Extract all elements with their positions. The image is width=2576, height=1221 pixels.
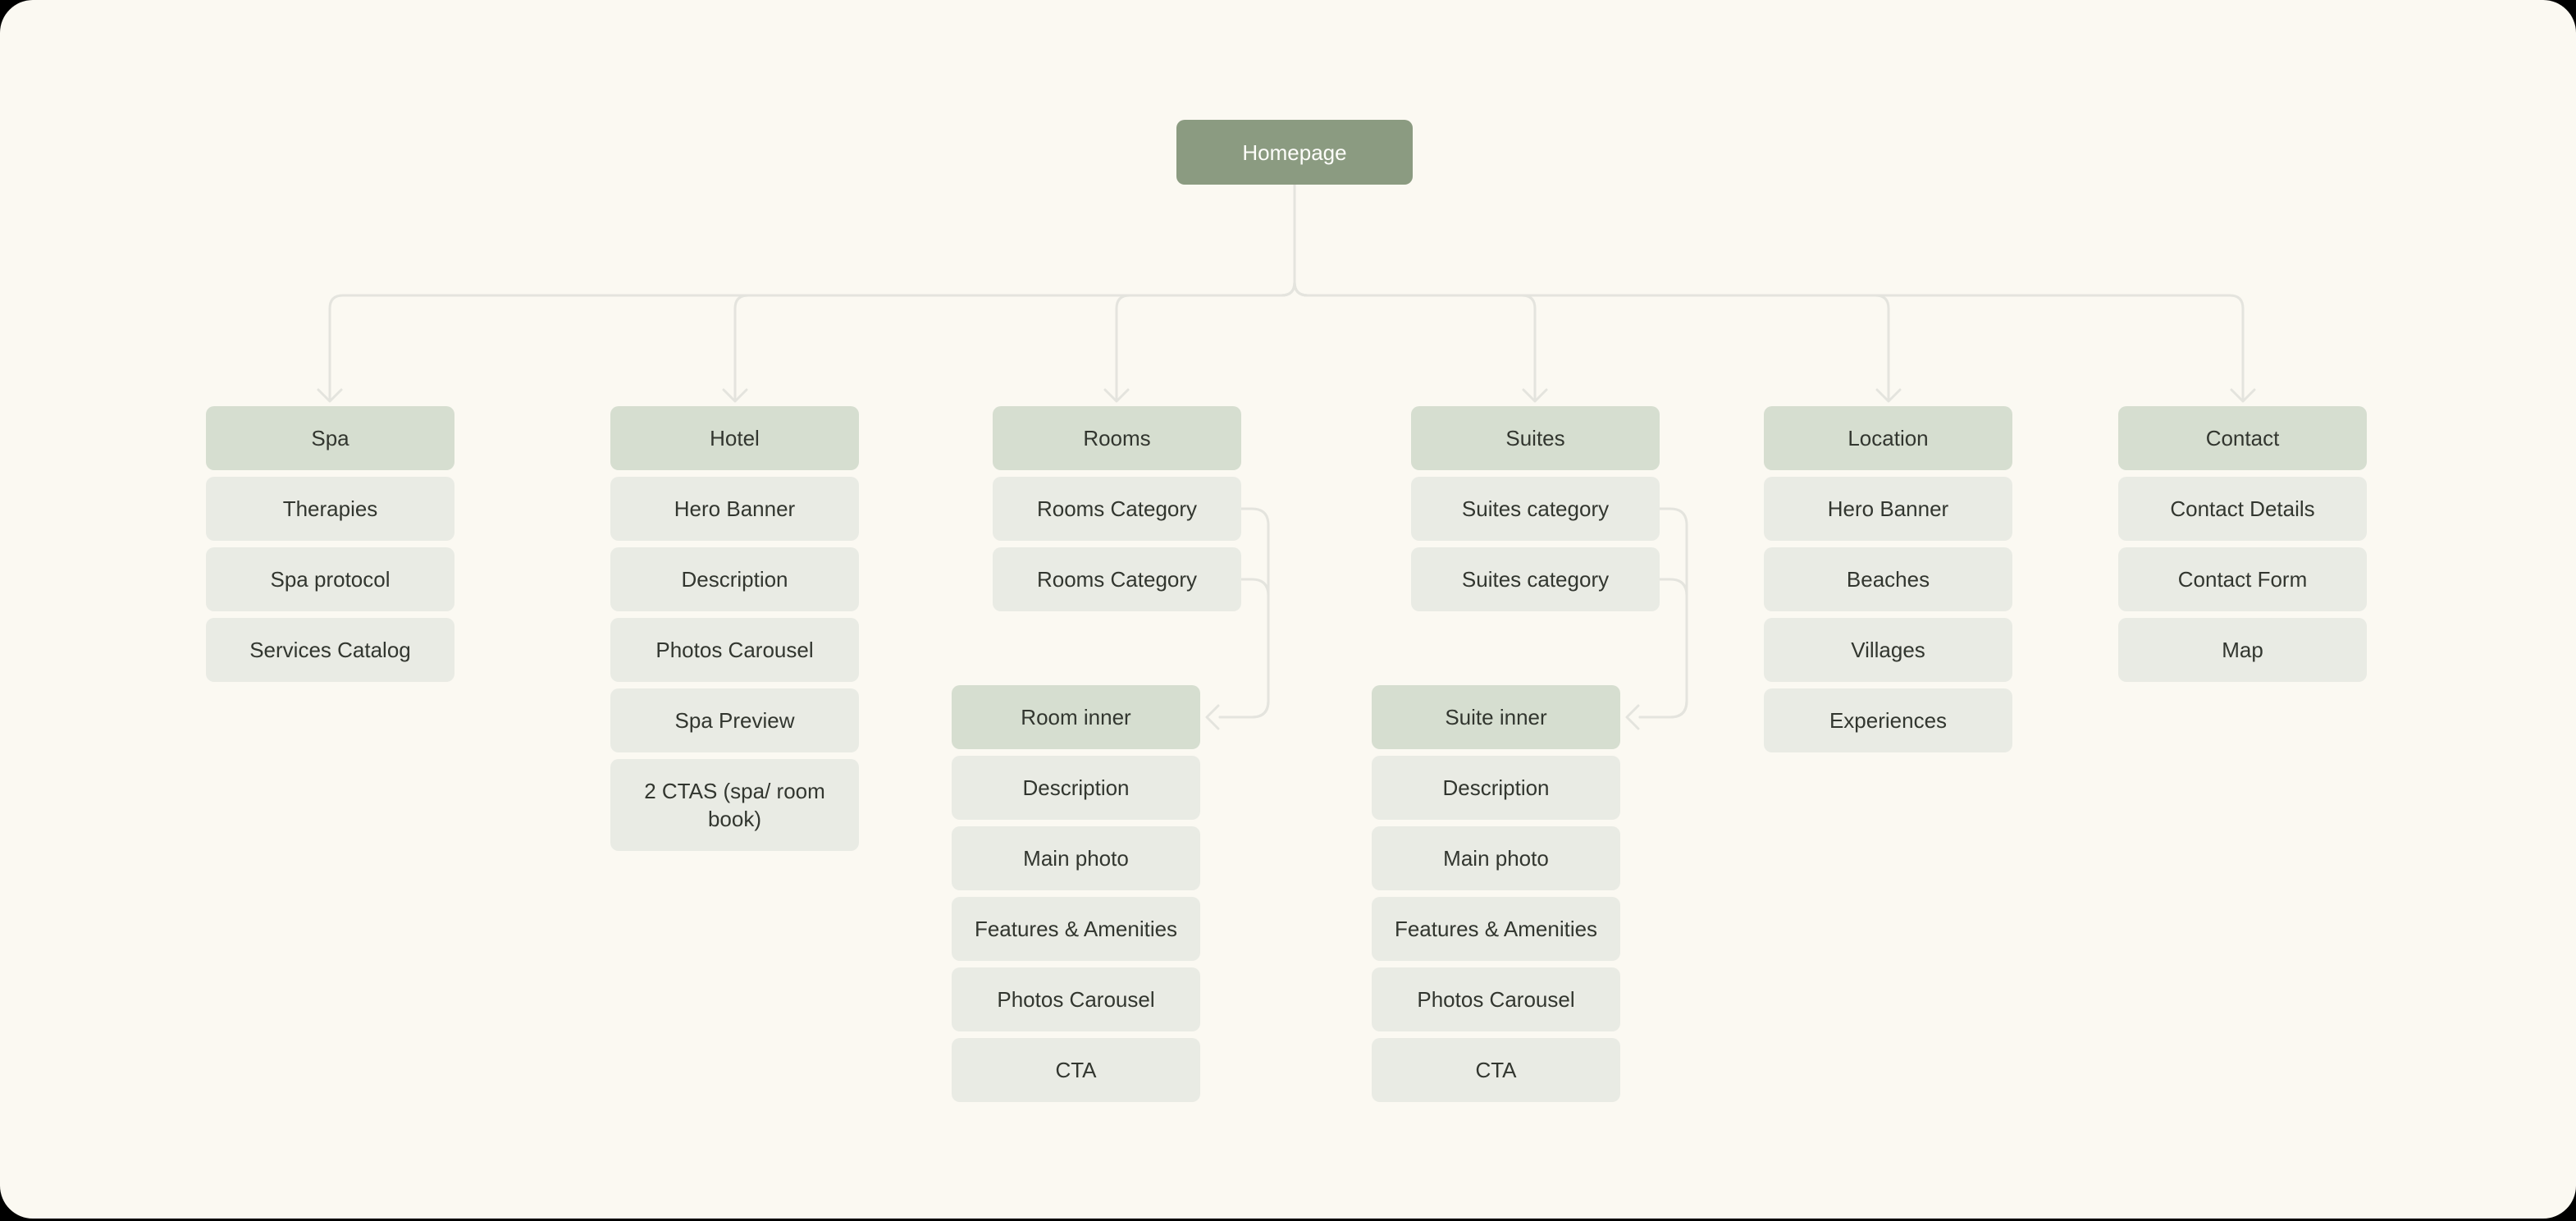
node-spa-preview[interactable]: Spa Preview [610, 688, 859, 752]
node-hotel[interactable]: Hotel [610, 406, 859, 470]
node-room-main-photo[interactable]: Main photo [952, 826, 1200, 890]
node-contact-form[interactable]: Contact Form [2118, 547, 2367, 611]
connector-suites-category2-inner [1638, 578, 1688, 719]
node-rooms-category-1[interactable]: Rooms Category [993, 477, 1241, 541]
connector-homepage-rooms [1115, 183, 1296, 401]
column-spa: Spa Therapies Spa protocol Services Cata… [206, 406, 454, 682]
node-room-description[interactable]: Description [952, 756, 1200, 820]
node-beaches[interactable]: Beaches [1764, 547, 2012, 611]
node-suite-description[interactable]: Description [1372, 756, 1620, 820]
node-suites[interactable]: Suites [1411, 406, 1660, 470]
node-hotel-ctas[interactable]: 2 CTAS (spa/ room book) [610, 759, 859, 851]
connector-homepage-contact [1293, 183, 2245, 401]
column-hotel: Hotel Hero Banner Description Photos Car… [610, 406, 859, 851]
arrow-down-icon [1875, 388, 1902, 403]
node-rooms[interactable]: Rooms [993, 406, 1241, 470]
connector-homepage-suites [1293, 183, 1537, 401]
connector-homepage-hotel [733, 183, 1296, 401]
column-suites: Suites Suites category Suites category [1411, 406, 1660, 611]
node-suite-inner[interactable]: Suite inner [1372, 685, 1620, 749]
column-room-inner: Room inner Description Main photo Featur… [952, 685, 1200, 1102]
node-homepage[interactable]: Homepage [1176, 120, 1413, 185]
column-suite-inner: Suite inner Description Main photo Featu… [1372, 685, 1620, 1102]
node-services-catalog[interactable]: Services Catalog [206, 618, 454, 682]
node-location-hero-banner[interactable]: Hero Banner [1764, 477, 2012, 541]
node-spa[interactable]: Spa [206, 406, 454, 470]
node-villages[interactable]: Villages [1764, 618, 2012, 682]
node-room-photos-carousel[interactable]: Photos Carousel [952, 967, 1200, 1031]
node-suite-main-photo[interactable]: Main photo [1372, 826, 1620, 890]
node-contact-details[interactable]: Contact Details [2118, 477, 2367, 541]
connector-homepage-location [1293, 183, 1890, 401]
node-room-inner[interactable]: Room inner [952, 685, 1200, 749]
node-spa-protocol[interactable]: Spa protocol [206, 547, 454, 611]
node-suite-cta[interactable]: CTA [1372, 1038, 1620, 1102]
suites-inner-connectors [1625, 507, 1688, 730]
arrow-left-icon [1205, 704, 1220, 730]
rooms-inner-connectors [1205, 507, 1270, 730]
node-map[interactable]: Map [2118, 618, 2367, 682]
node-suites-category-1[interactable]: Suites category [1411, 477, 1660, 541]
column-rooms: Rooms Rooms Category Rooms Category [993, 406, 1241, 611]
arrow-down-icon [1522, 388, 1548, 403]
arrow-left-icon [1625, 704, 1640, 730]
arrow-down-icon [317, 388, 343, 403]
arrow-down-icon [722, 388, 748, 403]
node-hotel-description[interactable]: Description [610, 547, 859, 611]
column-location: Location Hero Banner Beaches Villages Ex… [1764, 406, 2012, 752]
node-hotel-photos-carousel[interactable]: Photos Carousel [610, 618, 859, 682]
node-suite-photos-carousel[interactable]: Photos Carousel [1372, 967, 1620, 1031]
node-suite-features-amenities[interactable]: Features & Amenities [1372, 897, 1620, 961]
node-location[interactable]: Location [1764, 406, 2012, 470]
arrow-down-icon [1103, 388, 1130, 403]
node-therapies[interactable]: Therapies [206, 477, 454, 541]
node-hotel-hero-banner[interactable]: Hero Banner [610, 477, 859, 541]
connector-homepage-spa [328, 183, 1296, 401]
node-room-cta[interactable]: CTA [952, 1038, 1200, 1102]
connector-rooms-category2-inner [1218, 578, 1270, 719]
node-suites-category-2[interactable]: Suites category [1411, 547, 1660, 611]
node-experiences[interactable]: Experiences [1764, 688, 2012, 752]
column-contact: Contact Contact Details Contact Form Map [2118, 406, 2367, 682]
node-room-features-amenities[interactable]: Features & Amenities [952, 897, 1200, 961]
node-rooms-category-2[interactable]: Rooms Category [993, 547, 1241, 611]
tree-connectors [317, 183, 2256, 403]
node-contact[interactable]: Contact [2118, 406, 2367, 470]
arrow-down-icon [2230, 388, 2256, 403]
